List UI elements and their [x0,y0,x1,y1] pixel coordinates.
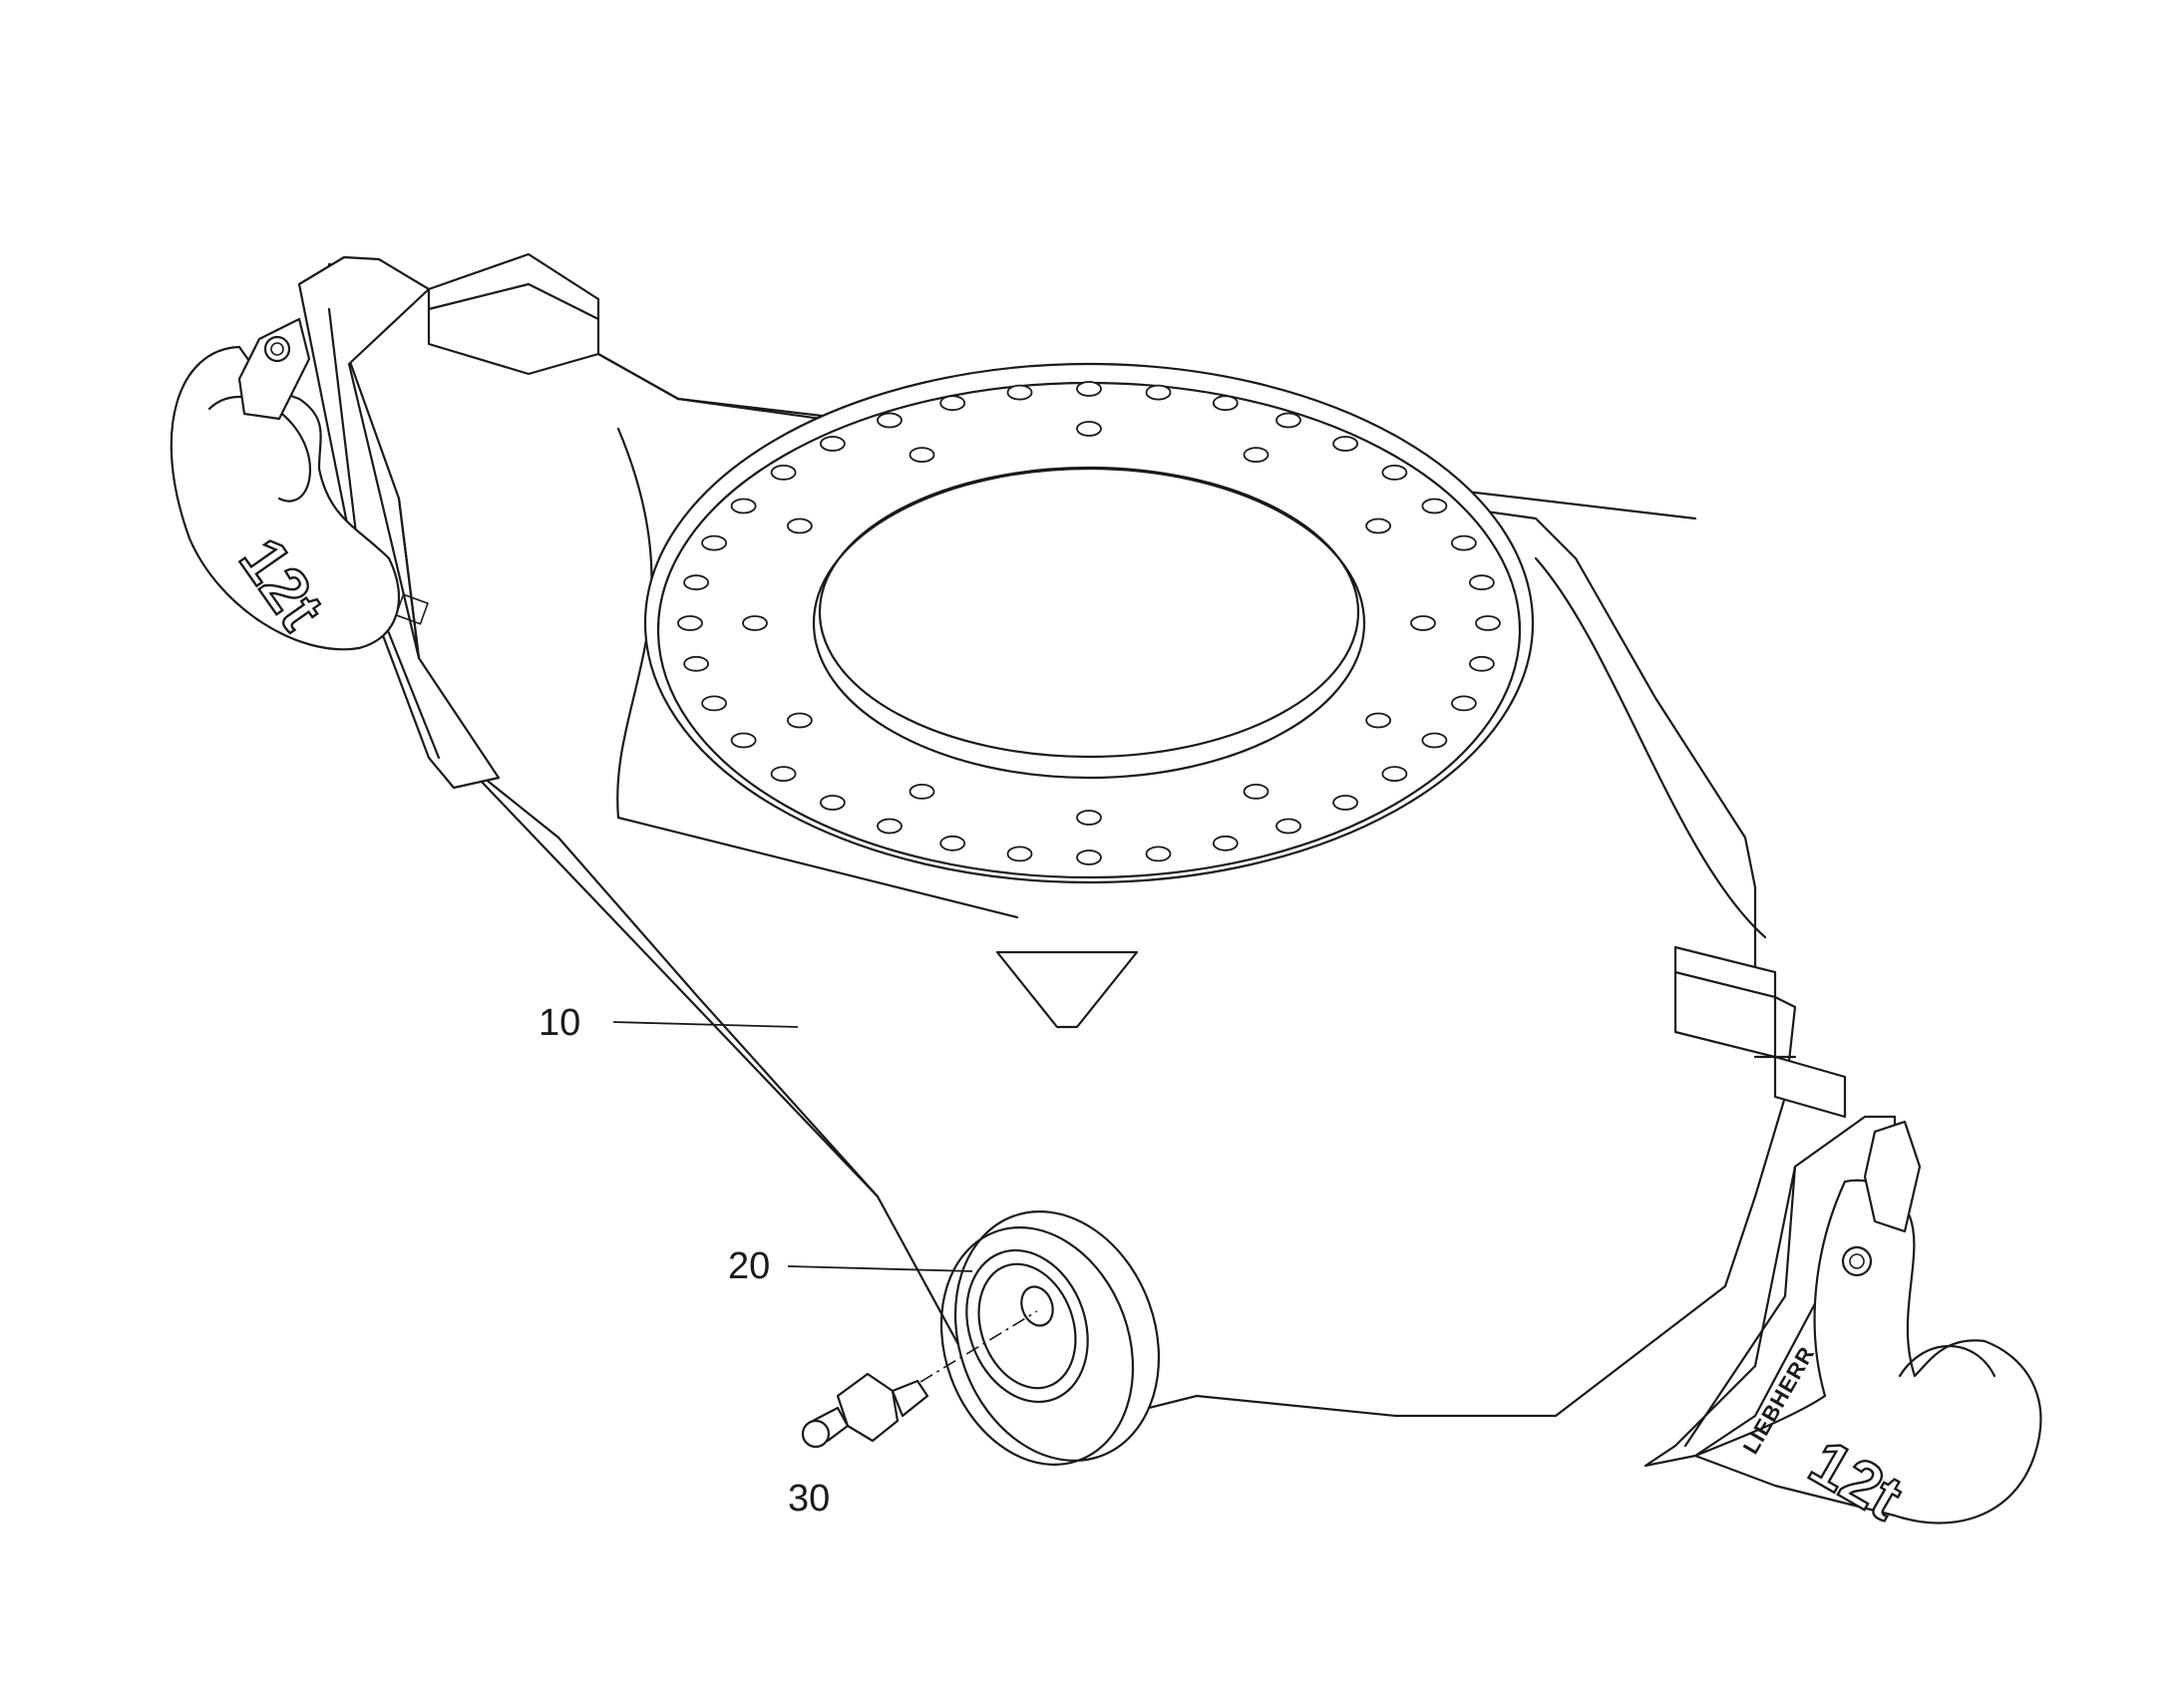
right-latch-pin [1841,1245,1873,1277]
outer-bolt-hole [1275,412,1301,429]
inner-bolt-hole [1365,517,1391,534]
callout-10: 10 [539,1002,799,1044]
inner-bolt-hole [908,447,935,464]
outer-bolt-hole [1006,846,1033,862]
outer-bolt-hole [820,436,846,452]
outer-bolt-hole [1332,795,1358,811]
outer-bolt-hole [1076,381,1102,397]
outer-bolt-hole [701,695,727,712]
outer-bolt-hole [730,498,757,514]
outer-bolt-hole [1006,384,1033,401]
inner-bolt-hole [787,517,813,534]
outer-bolt-hole [770,464,797,481]
outer-bolt-hole [1475,615,1501,631]
outer-bolt-hole [1421,732,1448,749]
right-end-plate [1643,1115,1897,1468]
callout-label-20: 20 [728,1245,770,1287]
outer-bolt-hole [1332,436,1358,452]
outer-bolt-hole [701,534,727,551]
inner-bolt-hole [1365,712,1391,729]
outer-bolt-hole [683,574,709,591]
outer-bolt-hole [683,655,709,672]
inner-bolt-hole [742,615,768,631]
callout-30: 30 [788,1478,830,1520]
outer-bolt-hole [1469,655,1495,672]
outer-bolt-hole [770,766,797,782]
outer-bolt-hole [1145,384,1172,401]
callout-20: 20 [728,1245,973,1287]
outer-bolt-hole [877,818,903,835]
outer-bolt-hole [1145,846,1172,862]
outer-bolt-hole [877,412,903,429]
inner-bolt-hole [1410,615,1436,631]
right-hook: LIEBHERR 12t [1693,1120,2042,1536]
left-latch-pin [263,335,291,363]
outer-bolt-hole [677,615,703,631]
inner-bolt-circle [742,421,1436,826]
inner-bolt-hole [787,712,813,729]
inner-bolt-hole [908,784,935,800]
inner-bolt-hole [1076,421,1102,437]
left-hook: 12t [170,317,401,651]
outer-bolt-circle [677,381,1501,865]
inner-bolt-hole [1076,810,1102,826]
outer-bolt-hole [1275,818,1301,835]
outer-bolt-hole [1421,498,1448,514]
outer-bolt-hole [1212,395,1239,412]
outer-bolt-hole [1451,534,1477,551]
slewing-ring [643,362,1535,884]
outer-bolt-hole [1076,850,1102,865]
outer-bolt-hole [1469,574,1495,591]
inner-bolt-hole [1243,784,1270,800]
outer-bolt-hole [939,395,966,412]
callout-label-10: 10 [539,1002,580,1044]
callout-label-30: 30 [788,1478,830,1520]
outer-bolt-hole [1381,766,1408,782]
outer-bolt-hole [730,732,757,749]
grease-nipple [801,1310,1038,1449]
outer-bolt-hole [1451,695,1477,712]
outer-bolt-hole [1212,835,1239,852]
outer-bolt-hole [1381,464,1408,481]
outer-bolt-hole [939,835,966,852]
outer-bolt-hole [820,795,846,811]
inner-bolt-hole [1243,447,1270,464]
